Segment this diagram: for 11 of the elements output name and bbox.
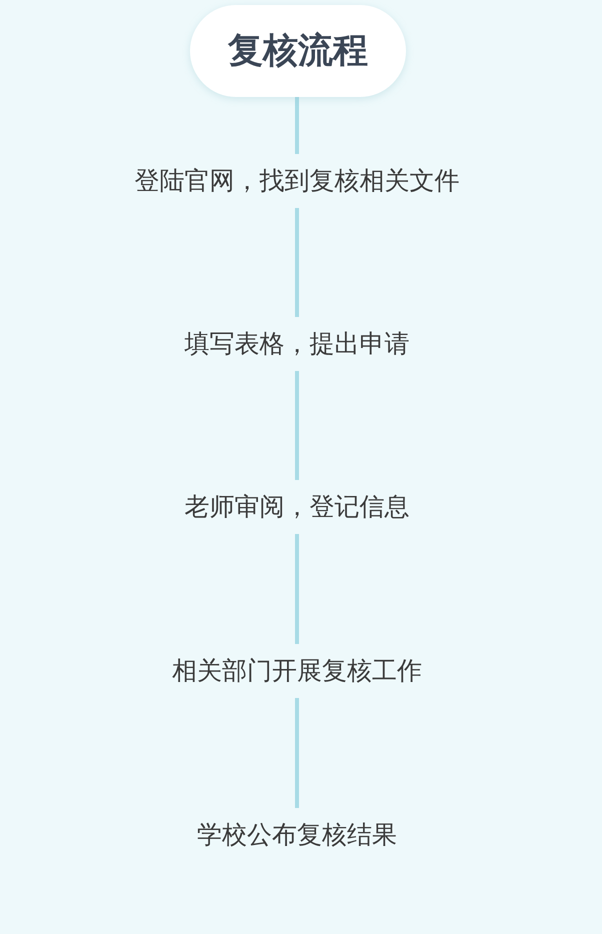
step-text: 学校公布复核结果 xyxy=(197,819,397,852)
diagram-title: 复核流程 xyxy=(228,30,368,73)
connector-line xyxy=(295,208,299,317)
step-text: 老师审阅，登记信息 xyxy=(184,491,410,524)
step-text: 登陆官网，找到复核相关文件 xyxy=(134,165,460,198)
connector-line xyxy=(295,97,299,154)
step-text: 相关部门开展复核工作 xyxy=(172,655,422,688)
connector-line xyxy=(295,698,299,808)
connector-line xyxy=(295,371,299,480)
connector-line xyxy=(295,534,299,644)
step-text: 填写表格，提出申请 xyxy=(184,328,410,360)
